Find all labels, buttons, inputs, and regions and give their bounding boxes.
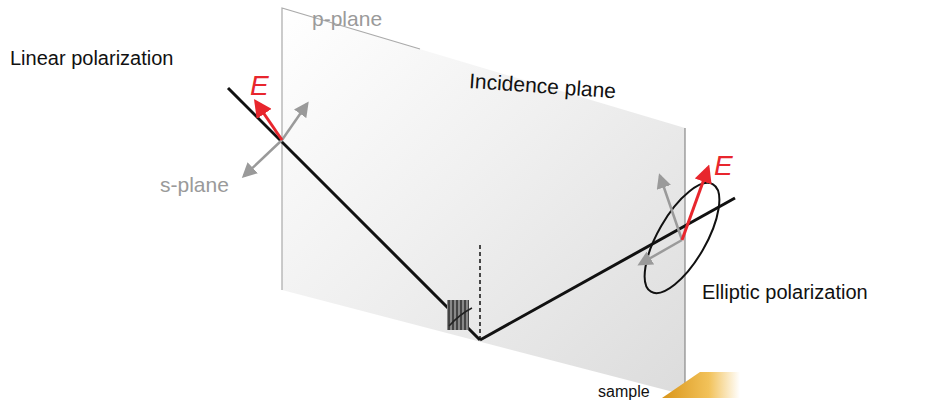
field-symbol: E [250, 72, 269, 100]
polarization-label: Linear polarization [10, 48, 173, 68]
plane-label: p-plane [312, 8, 382, 29]
polarization-label: Elliptic polarization [702, 282, 868, 302]
beams [228, 88, 735, 340]
grating [447, 300, 472, 330]
field-symbol: E [714, 152, 733, 180]
incident-vectors [244, 102, 307, 176]
sample [662, 372, 740, 398]
plane-label: s-plane [160, 174, 229, 195]
sample-label: sample [598, 384, 650, 400]
